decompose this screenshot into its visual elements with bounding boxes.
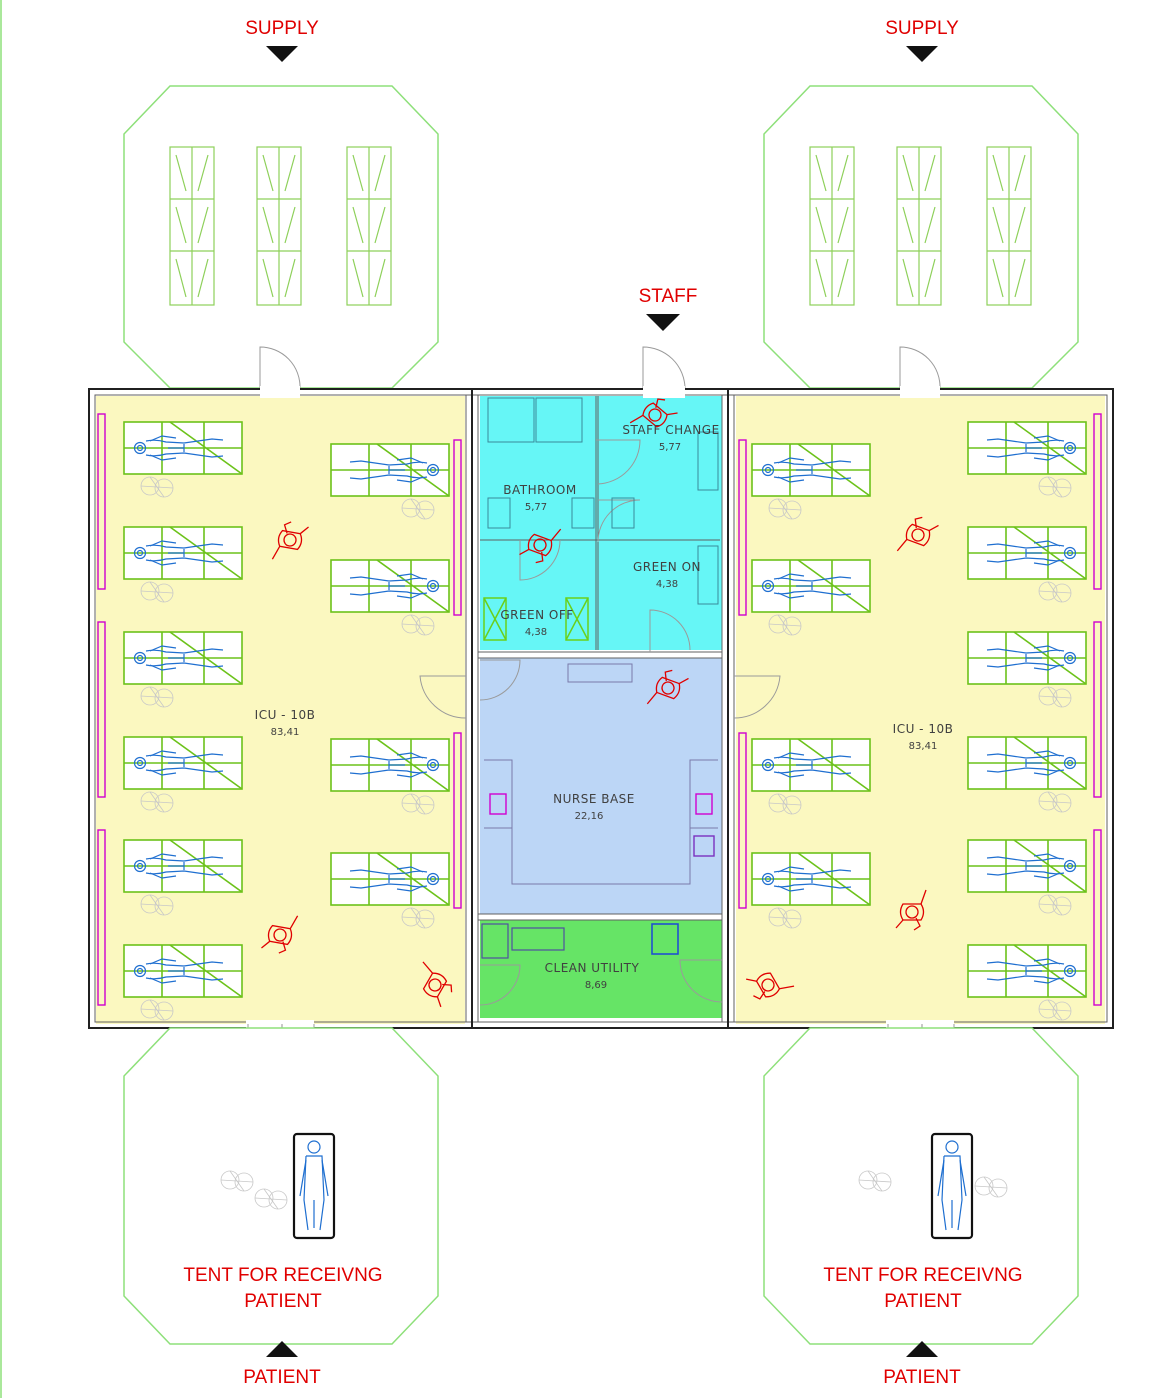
stretcher-right <box>930 1132 974 1240</box>
patient-label-left: PATIENT <box>243 1367 321 1388</box>
icu-bed <box>967 736 1087 813</box>
supply-racks-right <box>809 146 1032 306</box>
staff-zone-area <box>480 396 722 650</box>
clean-utility-name: CLEAN UTILITY <box>545 961 640 975</box>
staff-label: STAFF <box>639 286 698 307</box>
icu-right-name: ICU - 10B <box>893 722 954 736</box>
supply-door-left <box>259 346 301 390</box>
supply-racks-left <box>169 146 392 306</box>
icu-bed <box>123 421 243 498</box>
icu-bed <box>751 852 871 929</box>
green-on-name: GREEN ON <box>633 560 701 574</box>
icu-right-area <box>736 396 1105 1024</box>
staff-arrow <box>646 314 680 331</box>
icu-bed <box>123 944 243 1021</box>
green-off-door <box>519 539 561 581</box>
bathroom-name: BATHROOM <box>503 483 576 497</box>
patient-arrow-right <box>906 1341 938 1357</box>
supply-label-left: SUPPLY <box>245 18 319 39</box>
icu-bed <box>967 631 1087 708</box>
icu-bed <box>967 839 1087 916</box>
staff-change-area: 5,77 <box>659 442 681 453</box>
icu-bed <box>123 839 243 916</box>
nurse-equipment <box>489 793 715 857</box>
supply-arrow-right <box>906 46 938 62</box>
icu-left-beds <box>123 421 450 1021</box>
clean-utility-area <box>480 920 722 1018</box>
icu-left-door <box>419 675 467 719</box>
icu-bed <box>123 631 243 708</box>
icu-bed <box>751 443 871 520</box>
nurse-base-area: 22,16 <box>575 811 604 822</box>
bathroom-fixtures <box>487 397 719 605</box>
stretcher-left <box>292 1132 336 1240</box>
wall-equipment <box>97 413 1102 1006</box>
icu-left-name: ICU - 10B <box>255 708 316 722</box>
icu-right-area-value: 83,41 <box>909 741 938 752</box>
icu-bed <box>751 559 871 636</box>
clean-utility-door <box>679 959 723 1003</box>
nurse-base-area <box>480 658 722 914</box>
receiving-tent-left <box>123 1027 439 1345</box>
receiving-tent-right <box>763 1027 1079 1345</box>
green-on-area: 4,38 <box>656 579 678 590</box>
icu-bed <box>330 852 450 929</box>
icu-left-area <box>96 396 465 1024</box>
icu-bed <box>751 738 871 815</box>
supply-label-right: SUPPLY <box>885 18 959 39</box>
nurse-counter <box>484 663 718 885</box>
tent-right-title-1: TENT FOR RECEIVNG <box>823 1265 1022 1286</box>
green-off-area: 4,38 <box>525 627 547 638</box>
clean-utility-fixtures <box>481 923 679 959</box>
tent-right-title-2: PATIENT <box>884 1291 962 1312</box>
icu-right-door <box>733 675 781 719</box>
icu-bed <box>967 421 1087 498</box>
icu-bed <box>967 526 1087 603</box>
building-outer-wall <box>88 388 1114 1029</box>
patient-label-right: PATIENT <box>883 1367 961 1388</box>
icu-bed <box>967 944 1087 1021</box>
green-off-bins <box>483 597 589 641</box>
icu-bed <box>123 526 243 603</box>
clean-utility-area: 8,69 <box>585 980 607 991</box>
supply-door-right <box>899 346 941 390</box>
green-off-name: GREEN OFF <box>500 608 573 622</box>
patient-arrow-left <box>266 1341 298 1357</box>
tent-left-title-1: TENT FOR RECEIVNG <box>183 1265 382 1286</box>
icu-bed <box>330 559 450 636</box>
nurse-base-name: NURSE BASE <box>553 792 635 806</box>
nurse-door <box>649 609 691 652</box>
bathroom-area: 5,77 <box>525 502 547 513</box>
supply-arrow-left <box>266 46 298 62</box>
tent-left-title-2: PATIENT <box>244 1291 322 1312</box>
staff-door <box>642 346 686 390</box>
icu-left-area-value: 83,41 <box>271 727 300 738</box>
icu-bed <box>330 738 450 815</box>
icu-right-beds <box>751 421 1087 1021</box>
icu-bed <box>123 736 243 813</box>
icu-bed <box>330 443 450 520</box>
bathroom-door <box>596 439 641 485</box>
staff-change-name: STAFF CHANGE <box>622 423 719 437</box>
